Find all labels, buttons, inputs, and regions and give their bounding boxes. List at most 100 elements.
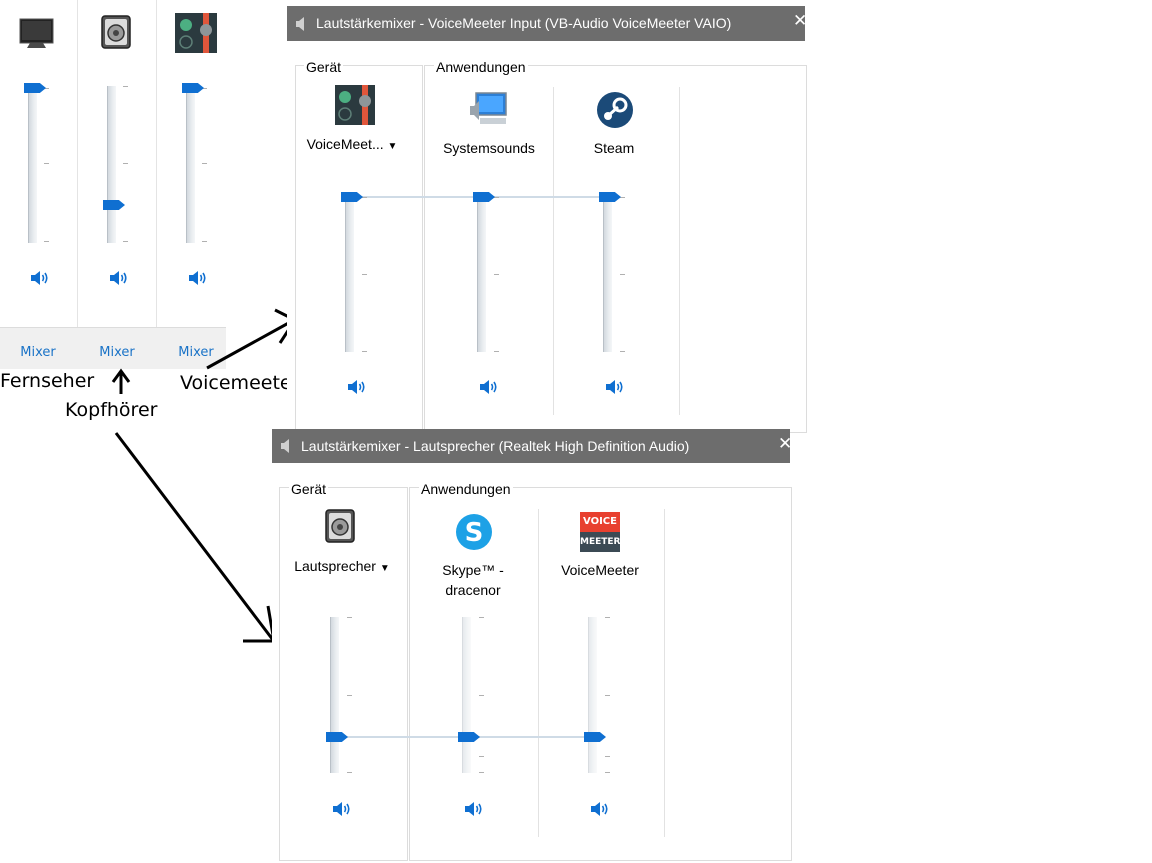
device-name: VoiceMeet...: [306, 136, 384, 152]
device-volume-track[interactable]: [345, 197, 354, 352]
tick: [362, 351, 367, 352]
app-name-skype: Skype™ - dracenor: [442, 562, 504, 598]
tick: [202, 241, 207, 242]
steam-volume-thumb[interactable]: [599, 192, 621, 202]
tick: [44, 163, 49, 164]
mixer-link-voicemeeter[interactable]: Mixer: [178, 345, 214, 360]
monitor-icon: [19, 18, 54, 48]
mixer-speakers-titlebar: Lautstärkemixer - Lautsprecher (Realtek …: [272, 429, 793, 463]
tick: [479, 756, 484, 757]
tick: [202, 88, 207, 89]
apps-group-label: Anwendungen: [434, 59, 528, 75]
app-name-systemsounds: Systemsounds: [443, 140, 535, 156]
tick: [362, 197, 367, 198]
column-divider: [553, 87, 554, 415]
window-title: Lautstärkemixer - Lautsprecher (Realtek …: [301, 438, 690, 454]
column-divider: [664, 509, 665, 837]
column-divider: [538, 509, 539, 837]
logo-text-bottom: MEETER: [580, 532, 620, 552]
app-volume-track[interactable]: [477, 197, 486, 352]
speaker-mute-icon[interactable]: [478, 377, 500, 397]
voicemeeter-icon: [335, 85, 375, 125]
app-name-voicemeeter: VoiceMeeter: [561, 562, 639, 578]
device-volume-thumb[interactable]: [326, 732, 348, 742]
tick: [605, 695, 610, 696]
device-name: Lautsprecher: [294, 558, 376, 574]
speaker-mute-icon[interactable]: [604, 377, 626, 397]
speaker-small-icon: [281, 439, 289, 453]
tick: [479, 617, 484, 618]
device-dropdown[interactable]: VoiceMeet... ▼: [300, 134, 404, 157]
skype-volume-thumb[interactable]: [458, 732, 480, 742]
tick: [479, 772, 484, 773]
close-button[interactable]: ✕: [778, 434, 793, 453]
column-divider: [156, 0, 157, 328]
speaker-mute-icon[interactable]: [331, 799, 353, 819]
column-divider: [77, 0, 78, 328]
device-group-label: Gerät: [289, 481, 329, 497]
tick: [362, 274, 367, 275]
fernseher-volume-thumb[interactable]: [24, 83, 46, 93]
playback-device-strip: Mixer Mixer Mixer: [0, 0, 226, 369]
mixer-input-titlebar: Lautstärkemixer - VoiceMeeter Input (VB-…: [287, 6, 808, 41]
speaker-mute-icon[interactable]: [346, 377, 368, 397]
kopfhoerer-volume-thumb[interactable]: [103, 200, 125, 210]
speaker-mute-icon[interactable]: [108, 268, 130, 288]
speaker-mute-icon[interactable]: [187, 268, 209, 288]
device-group-label: Gerät: [304, 59, 344, 75]
voicemeeter-logo-icon: VOICE MEETER: [580, 512, 620, 552]
speaker-box-icon: [325, 509, 355, 543]
chevron-down-icon: ▼: [379, 563, 390, 574]
speaker-mute-icon[interactable]: [589, 799, 611, 819]
speaker-mute-icon[interactable]: [463, 799, 485, 819]
tick: [605, 617, 610, 618]
speaker-mute-icon[interactable]: [29, 268, 51, 288]
tick: [44, 88, 49, 89]
column-divider: [679, 87, 680, 415]
close-button[interactable]: ✕: [793, 11, 808, 30]
device-volume-thumb[interactable]: [341, 192, 363, 202]
app-volume-track[interactable]: [588, 617, 597, 773]
tick: [494, 197, 499, 198]
device-volume-track[interactable]: [186, 88, 195, 243]
chevron-down-icon: ▼: [387, 141, 398, 152]
systemsounds-icon: [470, 92, 507, 124]
systemsounds-volume-thumb[interactable]: [473, 192, 495, 202]
tick: [347, 695, 352, 696]
annotation-voicemeeter: Voicemeeter: [180, 372, 300, 394]
tick: [605, 772, 610, 773]
tick: [479, 695, 484, 696]
device-volume-track[interactable]: [107, 86, 116, 243]
voicemeeter-icon: [175, 13, 217, 53]
tick: [620, 274, 625, 275]
tick: [347, 617, 352, 618]
app-name-steam: Steam: [593, 140, 635, 156]
device-volume-track[interactable]: [28, 88, 37, 243]
mixer-link-kopfhoerer[interactable]: Mixer: [99, 345, 135, 360]
app-volume-track[interactable]: [462, 617, 471, 773]
tick: [494, 351, 499, 352]
apps-group-label: Anwendungen: [419, 481, 513, 497]
device-dropdown[interactable]: Lautsprecher ▼: [287, 556, 397, 579]
annotation-fernseher: Fernseher: [0, 370, 95, 392]
mixer-link-fernseher[interactable]: Mixer: [20, 345, 56, 360]
steam-icon: [597, 92, 633, 128]
logo-text-top: VOICE: [580, 512, 620, 532]
window-title: Lautstärkemixer - VoiceMeeter Input (VB-…: [316, 15, 732, 31]
app-volume-track[interactable]: [603, 197, 612, 352]
tick: [347, 772, 352, 773]
speaker-box-icon: [101, 15, 131, 49]
tick: [494, 274, 499, 275]
tick: [44, 241, 49, 242]
apps-group: [409, 487, 792, 861]
tick: [620, 197, 625, 198]
device-volume-track[interactable]: [330, 617, 339, 773]
tick: [123, 86, 128, 87]
strip-footer: [0, 327, 226, 369]
tick: [605, 756, 610, 757]
tick: [123, 241, 128, 242]
skype-icon: S: [456, 514, 492, 550]
tick: [202, 163, 207, 164]
voicemeeter-volume-thumb[interactable]: [584, 732, 606, 742]
voicemeeter-volume-thumb[interactable]: [182, 83, 204, 93]
